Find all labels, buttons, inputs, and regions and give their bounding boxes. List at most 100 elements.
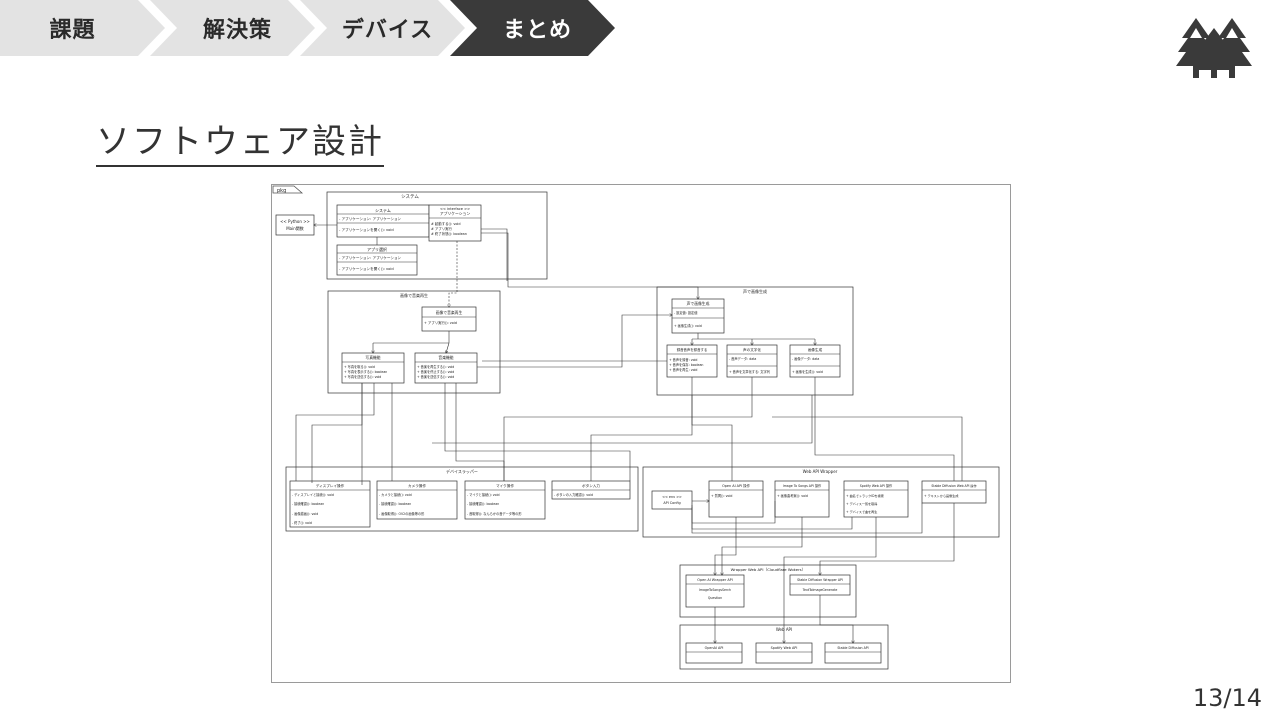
svg-text:- アプリケーションを開く(): void: - アプリケーションを開く(): void bbox=[339, 266, 394, 271]
diagram-connectors bbox=[295, 225, 963, 643]
svg-text:マイク操作: マイク操作 bbox=[496, 483, 514, 488]
svg-text:Spotify Web API 操作: Spotify Web API 操作 bbox=[860, 483, 893, 488]
svg-text:声の文字化: 声の文字化 bbox=[743, 347, 761, 352]
page-number: 13/14 bbox=[1192, 684, 1262, 712]
photo-music-package: 画像で音楽再生 画像で音楽再生 + アプリ実行(): void 写真機能 + 写… bbox=[327, 290, 501, 394]
svg-text:# アプリ実行: # アプリ実行 bbox=[431, 226, 452, 231]
svg-text:- アプリケーションを開く(): void: - アプリケーションを開く(): void bbox=[339, 227, 394, 232]
python-main-box: << Python >> Main関数 bbox=[275, 214, 315, 236]
svg-text:+ 写真を取る(): void: + 写真を取る(): void bbox=[344, 364, 375, 369]
svg-text:<< interface >>: << interface >> bbox=[440, 207, 470, 211]
svg-text:Stable Diffusion Wrapper API: Stable Diffusion Wrapper API bbox=[797, 578, 843, 582]
camera-function-class: 写真機能 + 写真を取る(): void + 写真を表示する(): boolea… bbox=[341, 352, 405, 384]
svg-text:- 画像描画(): void: - 画像描画(): void bbox=[292, 511, 318, 516]
svg-text:画像生成: 画像生成 bbox=[808, 347, 823, 352]
stable-diffusion-api-control-class: Stable Diffusion Web API 操作 + テキストから画像生成 bbox=[921, 480, 987, 504]
voice-main-class: 声で画像生成 - 設定値: 設定値 + 画像生成(): void bbox=[671, 298, 725, 334]
svg-text:+ 画像を生成(): void: + 画像を生成(): void bbox=[792, 369, 823, 374]
svg-text:# 終了状態(): boolean: # 終了状態(): boolean bbox=[431, 231, 467, 236]
svg-text:声で画像生成: 声で画像生成 bbox=[743, 288, 767, 294]
svg-text:画像で音楽再生: 画像で音楽再生 bbox=[436, 310, 463, 315]
system-package: システム システム - アプリケーション: アプリケーション - アプリケーショ… bbox=[326, 191, 548, 280]
camera-control-class: カメラ操作 - カメラと接続(): void - 接続確認(): boolean… bbox=[376, 480, 458, 520]
web-api-wrapper-package: Web API Wrapper << env >> API Config Ope… bbox=[642, 466, 1000, 538]
svg-text:Web API Wrapper: Web API Wrapper bbox=[803, 469, 838, 474]
svg-text:写真機能: 写真機能 bbox=[365, 355, 380, 360]
svg-text:+ 質問(): void: + 質問(): void bbox=[711, 493, 732, 498]
software-design-diagram: pkg << Python >> Main関数 システム システム - アプリケ… bbox=[271, 184, 1011, 683]
openai-api-control-class: Open AI API 操作 + 質問(): void bbox=[708, 480, 764, 518]
svg-text:+ 音声を再生: void: + 音声を再生: void bbox=[669, 367, 697, 372]
svg-text:Image To Songs API 操作: Image To Songs API 操作 bbox=[783, 483, 822, 488]
svg-text:+ 画像曲考案(): void: + 画像曲考案(): void bbox=[777, 493, 808, 498]
svg-text:+ 写真を送信する(): void: + 写真を送信する(): void bbox=[344, 374, 381, 379]
svg-text:+ 音楽を停止する(): void: + 音楽を停止する(): void bbox=[417, 369, 454, 374]
web-api-package: Web API OpenAI API Spotify Web API Stabl… bbox=[679, 624, 889, 670]
svg-text:- 画像データ: data: - 画像データ: data bbox=[792, 356, 819, 361]
openai-wrapper-api-class: Open AI Wrapper API ImageToSongsSerch Qu… bbox=[685, 574, 745, 608]
wrapper-web-api-package: Wrapper Web API（Cloudflare Wokers） Open … bbox=[679, 564, 857, 618]
system-class: システム - アプリケーション: アプリケーション - アプリケーションを開く(… bbox=[336, 204, 430, 238]
svg-text:ボタン入力: ボタン入力 bbox=[582, 483, 600, 488]
openai-api-class: OpenAI API bbox=[685, 642, 743, 664]
svg-text:Spotify Web API: Spotify Web API bbox=[771, 646, 798, 650]
stable-diffusion-wrapper-api-class: Stable Diffusion Wrapper API TextToImage… bbox=[789, 574, 851, 596]
svg-text:システム: システム bbox=[375, 207, 391, 213]
svg-text:ディスプレイ操作: ディスプレイ操作 bbox=[316, 483, 345, 488]
svg-text:- 接続確認(): boolean: - 接続確認(): boolean bbox=[467, 501, 499, 506]
svg-text:+ 曲名でトラックIDを検索: + 曲名でトラックIDを検索 bbox=[846, 493, 884, 498]
svg-text:- 終了(): void: - 終了(): void bbox=[292, 520, 312, 525]
svg-text:録音音声を録音する: 録音音声を録音する bbox=[677, 347, 708, 352]
svg-text:Open AI Wrapper API: Open AI Wrapper API bbox=[697, 578, 732, 582]
svg-text:カメラ操作: カメラ操作 bbox=[408, 483, 426, 488]
svg-text:- アプリケーション: アプリケーション: - アプリケーション: アプリケーション bbox=[339, 216, 402, 221]
svg-text:<< env >>: << env >> bbox=[662, 495, 682, 499]
image-generate-class: 画像生成 - 画像データ: data + 画像を生成(): void bbox=[789, 344, 841, 378]
svg-text:# 起動する(): void: # 起動する(): void bbox=[431, 221, 461, 226]
svg-text:Stable Diffusion API: Stable Diffusion API bbox=[837, 646, 868, 650]
svg-text:+ デバイス一覧を取得: + デバイス一覧を取得 bbox=[846, 501, 877, 506]
svg-text:- 接続確認(): boolean: - 接続確認(): boolean bbox=[292, 501, 324, 506]
svg-text:OpenAI API: OpenAI API bbox=[705, 646, 724, 650]
breadcrumb-item-solution[interactable]: 解決策 bbox=[150, 0, 315, 56]
svg-text:+ 音声を録音: void: + 音声を録音: void bbox=[669, 357, 697, 362]
svg-text:TextToImageGenerate: TextToImageGenerate bbox=[802, 588, 838, 592]
spotify-web-api-class: Spotify Web API bbox=[755, 642, 813, 664]
breadcrumb-item-device[interactable]: デバイス bbox=[300, 0, 465, 56]
svg-text:ImageToSongsSerch: ImageToSongsSerch bbox=[699, 588, 731, 592]
svg-text:+ テキストから画像生成: + テキストから画像生成 bbox=[924, 493, 958, 498]
svg-text:デバイスラッパー: デバイスラッパー bbox=[446, 468, 478, 474]
svg-text:Stable Diffusion Web API 操作: Stable Diffusion Web API 操作 bbox=[931, 483, 976, 488]
svg-text:+ アプリ実行(): void: + アプリ実行(): void bbox=[424, 320, 457, 325]
image-to-songs-api-control-class: Image To Songs API 操作 + 画像曲考案(): void bbox=[774, 480, 830, 518]
api-config-box: << env >> API Config bbox=[651, 490, 693, 510]
svg-text:+ 写真を表示する(): boolean: + 写真を表示する(): boolean bbox=[344, 369, 387, 374]
breadcrumb-item-issue[interactable]: 課題 bbox=[0, 0, 165, 56]
display-control-class: ディスプレイ操作 - ディスプレイと接続(): void - 接続確認(): b… bbox=[289, 480, 371, 528]
svg-text:+ 音声を保存: boolean: + 音声を保存: boolean bbox=[669, 362, 703, 367]
svg-text:Question: Question bbox=[708, 596, 722, 600]
voice-to-text-class: 声の文字化 - 音声データ: data + 音声を文章化する: 文字列 bbox=[726, 344, 778, 378]
svg-text:- 音声データ: data: - 音声データ: data bbox=[729, 356, 756, 361]
page-title: ソフトウェア設計 bbox=[96, 114, 384, 167]
svg-text:システム: システム bbox=[401, 194, 419, 200]
svg-text:Wrapper Web API（Cloudflare Wok: Wrapper Web API（Cloudflare Wokers） bbox=[731, 567, 806, 572]
svg-text:+ 音声を文章化する: 文字列: + 音声を文章化する: 文字列 bbox=[729, 369, 770, 374]
breadcrumb-item-summary-active[interactable]: まとめ bbox=[450, 0, 615, 56]
svg-text:画像で音楽再生: 画像で音楽再生 bbox=[400, 292, 428, 298]
breadcrumb: 課題 解決策 デバイス まとめ bbox=[0, 0, 620, 56]
svg-text:- マイクと接続(): void: - マイクと接続(): void bbox=[467, 492, 500, 497]
svg-text:アプリ選択: アプリ選択 bbox=[367, 246, 387, 252]
button-input-class: ボタン入力 - ボタンの入力確認(): void bbox=[551, 480, 631, 500]
svg-text:- 音取得(): なんらかの音データ等の形: - 音取得(): なんらかの音データ等の形 bbox=[467, 511, 522, 516]
device-wrapper-package: デバイスラッパー ディスプレイ操作 - ディスプレイと接続(): void - … bbox=[285, 466, 639, 532]
svg-text:<< Python >>: << Python >> bbox=[280, 219, 310, 224]
svg-text:+ 音楽を送信する(): void: + 音楽を送信する(): void bbox=[417, 374, 454, 379]
stable-diffusion-api-class: Stable Diffusion API bbox=[824, 642, 882, 664]
mic-control-class: マイク操作 - マイクと接続(): void - 接続確認(): boolean… bbox=[464, 480, 546, 520]
svg-text:- ディスプレイと接続(): void: - ディスプレイと接続(): void bbox=[292, 492, 334, 497]
photo-main-class: 画像で音楽再生 + アプリ実行(): void bbox=[421, 306, 477, 332]
svg-text:API Config: API Config bbox=[663, 501, 680, 505]
svg-text:声で画像生成: 声で画像生成 bbox=[687, 301, 710, 306]
root-package-tab: pkg bbox=[277, 188, 286, 194]
